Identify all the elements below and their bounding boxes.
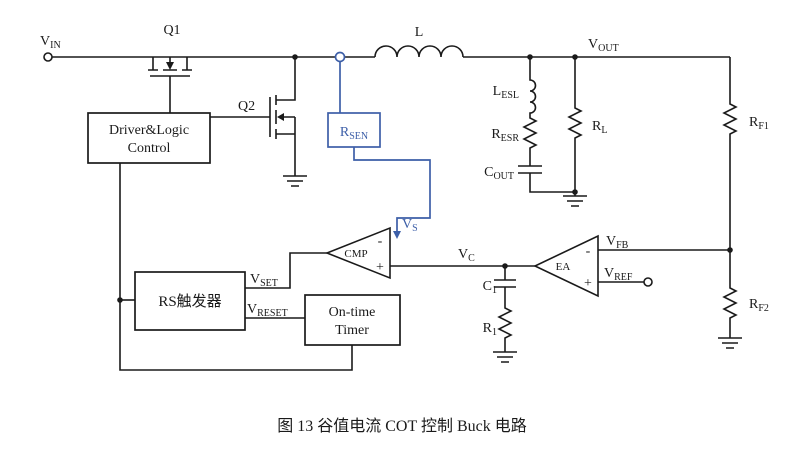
resr-label: RESR [491,127,519,144]
junction-dot [292,54,298,60]
q2-symbol [210,57,296,176]
rf2-resistor: RF2 [718,250,769,349]
q1-mosfet: Q1 [148,23,192,113]
vref-label: VREF [604,266,633,283]
junction-dot [572,189,578,195]
ea-plus-sign: + [584,276,592,291]
ontime-timer-label-line1: On-time [329,305,376,320]
junction-dots [117,54,733,303]
rs-flipflop-rect [134,271,246,331]
driver-logic-rect [87,112,211,164]
cmp-minus-sign: - [378,234,383,249]
rl-resistor: RL [563,57,607,207]
junction-dot [727,247,733,253]
junction-dot [502,263,508,269]
cmp-triangle [324,226,391,280]
inductor-label: L [415,25,424,40]
inductor-l: L [374,25,464,58]
vin-terminal: VIN [40,34,61,62]
ea-minus-sign: - [586,244,591,259]
ontime-timer-box: On-time Timer [304,294,401,346]
ea-amplifier: EA - + [533,234,599,298]
rf2-symbol [722,250,738,338]
ea-triangle [533,234,599,298]
c1-r1-symbol [494,266,516,352]
rf1-resistor: RF1 [722,57,769,250]
rs-flipflop-label: RS触发器 [158,293,221,310]
junction-dot [117,297,123,303]
lesl-resr-symbol [522,57,538,166]
junction-dot [572,54,578,60]
ground-icon [563,195,587,207]
inductor-symbol [374,45,464,58]
vset-wire [245,252,327,289]
ground-icon [283,175,307,187]
ground-symbol [563,195,587,207]
rf1-label: RF1 [749,115,769,132]
q1-body-arrow-icon [166,62,174,70]
vs-label: VS [402,217,418,234]
cmp-plus-sign: + [376,260,384,275]
current-sense-network: RSEN VS [327,51,431,239]
driver-logic-label-line1: Driver&Logic [109,123,189,138]
rl-symbol [567,57,583,196]
ground-icon [493,351,517,363]
vin-label: VIN [40,34,61,51]
rf2-label: RF2 [749,297,769,314]
vout-label: VOUT [588,37,619,54]
vc-label: VC [458,247,475,264]
vfb-label: VFB [606,234,629,251]
ontime-timer-label-line2: Timer [335,323,369,338]
rf1-symbol [722,57,738,250]
vref-terminal-circle [643,277,653,287]
r1-label: R1 [483,321,497,338]
ground-symbol [718,337,742,349]
lesl-label: LESL [493,84,519,101]
vref-terminal: VREF [604,266,653,287]
cmp-comparator: CMP - + [324,226,391,280]
driver-logic-box: Driver&Logic Control [87,112,211,164]
c1-label: C1 [483,279,497,296]
cmp-label: CMP [344,248,367,260]
q2-label: Q2 [238,99,255,114]
vs-arrow-icon [393,231,401,239]
figure-caption: 图 13 谷值电流 COT 控制 Buck 电路 [277,417,527,435]
q2-body-arrow-icon [277,113,284,121]
vset-label: VSET [250,272,278,289]
rl-label: RL [592,119,607,136]
compensation-network: C1 R1 [483,266,517,363]
output-cap-branch: LESL RESR COUT [484,57,575,193]
rsen-label: RSEN [340,125,368,142]
control-feedback-wire [119,163,353,371]
sense-node-circle [334,51,346,63]
q2-mosfet: Q2 [210,57,307,187]
rs-flipflop-box: RS触发器 [134,271,246,331]
vin-terminal-circle [43,52,53,62]
q1-label: Q1 [163,23,180,38]
ground-icon [718,337,742,349]
vreset-label: VRESET [247,302,288,319]
ground-symbol [493,351,517,363]
ontime-timer-rect [304,294,401,346]
driver-logic-label-line2: Control [128,141,171,156]
ea-label: EA [556,261,571,273]
cout-label: COUT [484,165,514,182]
ground-symbol [283,175,307,187]
sense-wire-bottom [353,147,431,232]
junction-dot [527,54,533,60]
rsen-box [327,112,381,148]
cout-bottom-wire [529,173,575,193]
